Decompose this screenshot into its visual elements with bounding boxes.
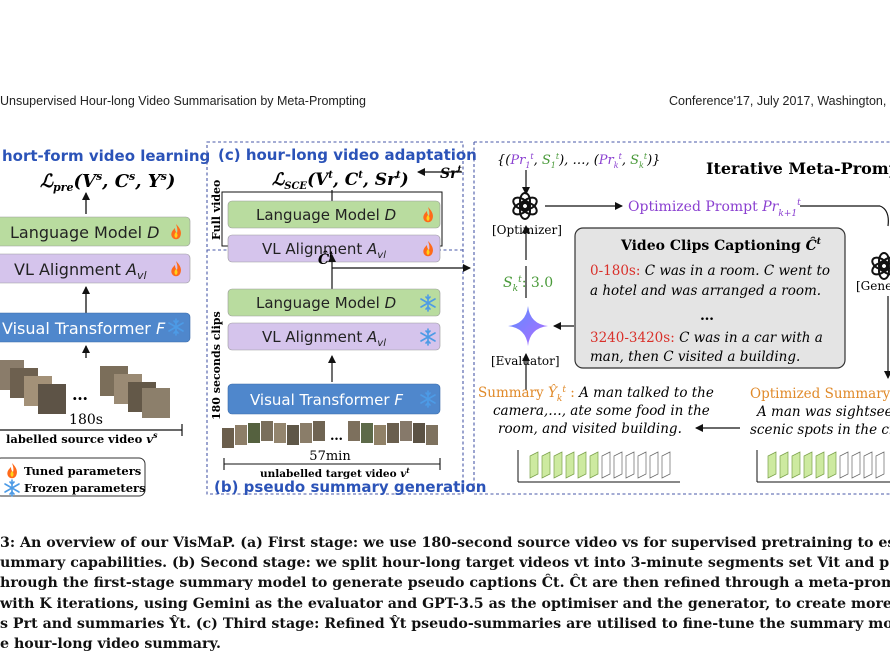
caption-line: 3: An overview of our VisMaP. (a) First …	[0, 535, 890, 551]
panel-b-visual-transformer	[227, 383, 441, 415]
optimized-summary-text-2: scenic spots in the ci	[750, 422, 890, 438]
generator-label: [Gene	[856, 279, 890, 293]
overview-figure: hort-form video learning ℒpre(Vs, Cs, Ys…	[0, 141, 890, 497]
panel-a-visual-transformer	[0, 312, 191, 343]
summary-frames-left	[517, 450, 680, 483]
optimized-summary-text-1: A man was sightsee	[755, 404, 890, 420]
panel-b-language-model	[227, 288, 441, 317]
caption-line: e hour-long video summary.	[0, 636, 221, 653]
evaluator-label: [Evaluator]	[491, 354, 560, 368]
legend-tuned: Tuned parameters	[24, 464, 141, 478]
conference-info: Conference'17, July 2017, Washington,	[669, 94, 887, 108]
panel-c-language-model	[227, 200, 441, 229]
caption2-line2: man, then C visited a building.	[590, 349, 800, 365]
full-video-label: Full video	[210, 180, 223, 240]
panel-b-title: (b) pseudo summary generation	[214, 478, 486, 496]
captions-box	[574, 227, 846, 369]
summary-text-1: Summary Ŷkt : A man talked to the	[478, 385, 714, 404]
svg-text:VL Alignment Avl: VL Alignment Avl	[262, 328, 386, 349]
optimized-prompt: Optimized Prompt Prk+1t	[628, 198, 801, 219]
panel-a-vl-alignment	[0, 253, 191, 284]
meta-prompting-panel: {(Pr1t, S1t), …, (Prkt, Skt)} Iterative …	[478, 152, 890, 483]
svg-text:…: …	[72, 385, 88, 404]
panel-a: hort-form video learning ℒpre(Vs, Cs, Ys…	[0, 147, 210, 497]
openai-logo-icon	[869, 252, 890, 280]
caption1-line2: a hotel and was arranged a room.	[590, 283, 821, 299]
panel-b-vl-alignment	[227, 322, 441, 351]
caption-ellipsis: …	[700, 308, 714, 324]
summary-frames-right	[756, 450, 890, 483]
svg-text:Visual Transformer F: Visual Transformer F	[250, 391, 403, 409]
panel-c-vl-alignment	[227, 234, 441, 263]
source-video-frames: …	[0, 360, 170, 418]
source-duration: 180s	[69, 412, 103, 428]
openai-logo-icon	[510, 192, 540, 220]
svg-text:Language Model D: Language Model D	[256, 294, 396, 312]
svg-text:Language Model D: Language Model D	[10, 223, 160, 242]
captions-title: Video Clips Captioning Ĉt	[620, 236, 822, 254]
panel-a-loss: ℒpre(Vs, Cs, Ys)	[40, 170, 175, 194]
running-title: Unsupervised Hour-long Video Summarisati…	[0, 94, 366, 108]
caption-line: hrough the first-stage summary model to …	[0, 575, 890, 592]
optimized-summary-label: Optimized Summary	[750, 386, 890, 402]
panel-c-title: (c) hour-long video adaptation	[218, 146, 477, 164]
legend-frozen: Frozen parameters	[24, 481, 146, 495]
meta-title: Iterative Meta-Prompt	[706, 159, 890, 178]
svg-text:VL Alignment Avl: VL Alignment Avl	[14, 260, 147, 282]
target-video-frames: …	[222, 421, 438, 448]
summary-text-3: room, and visited building.	[498, 421, 682, 437]
svg-text:…: …	[330, 429, 343, 444]
source-video-label: labelled source video vs	[6, 430, 158, 446]
caption1: 0-180s: C was in a room. C went to	[590, 263, 830, 279]
evaluator-star-icon	[508, 306, 548, 346]
figure-caption: 3: An overview of our VisMaP. (a) First …	[0, 533, 890, 654]
target-video-label: unlabelled target video vt	[260, 466, 410, 480]
svg-text:Language Model D: Language Model D	[256, 206, 396, 224]
clips-label: 180 seconds clips	[210, 311, 223, 420]
caption2: 3240-3420s: C was in a car with a	[590, 330, 823, 346]
prompt-set: {(Pr1t, S1t), …, (Prkt, Skt)}	[497, 152, 660, 170]
caption-line: s Prt and summaries Ŷt. (c) Third stage:…	[0, 615, 890, 632]
target-duration: 57min	[309, 449, 351, 464]
caption-line: ummary capabilities. (b) Second stage: w…	[0, 555, 890, 572]
panel-a-title: hort-form video learning	[2, 147, 210, 165]
panel-a-language-model	[0, 216, 191, 247]
panel-b: Ĉt 180 seconds clips Language Model D VL…	[210, 250, 486, 496]
panel-c: (c) hour-long video adaptation ℒSCE(Vt, …	[210, 146, 477, 263]
caption-line: with K iterations, using Gemini as the e…	[0, 595, 890, 612]
optimizer-label: [Optimizer]	[492, 223, 562, 237]
parameter-legend	[0, 457, 146, 497]
panel-c-loss: ℒSCE(Vt, Ct, Srt)	[272, 170, 409, 192]
svg-text:Visual Transformer F: Visual Transformer F	[2, 319, 166, 338]
svg-text:VL Alignment Avl: VL Alignment Avl	[262, 240, 386, 261]
summary-text-2: camera,…, ate some food in the	[493, 403, 710, 419]
evaluator-score: Skt: 3.0	[503, 275, 553, 294]
sr-label: Srt	[440, 165, 463, 182]
